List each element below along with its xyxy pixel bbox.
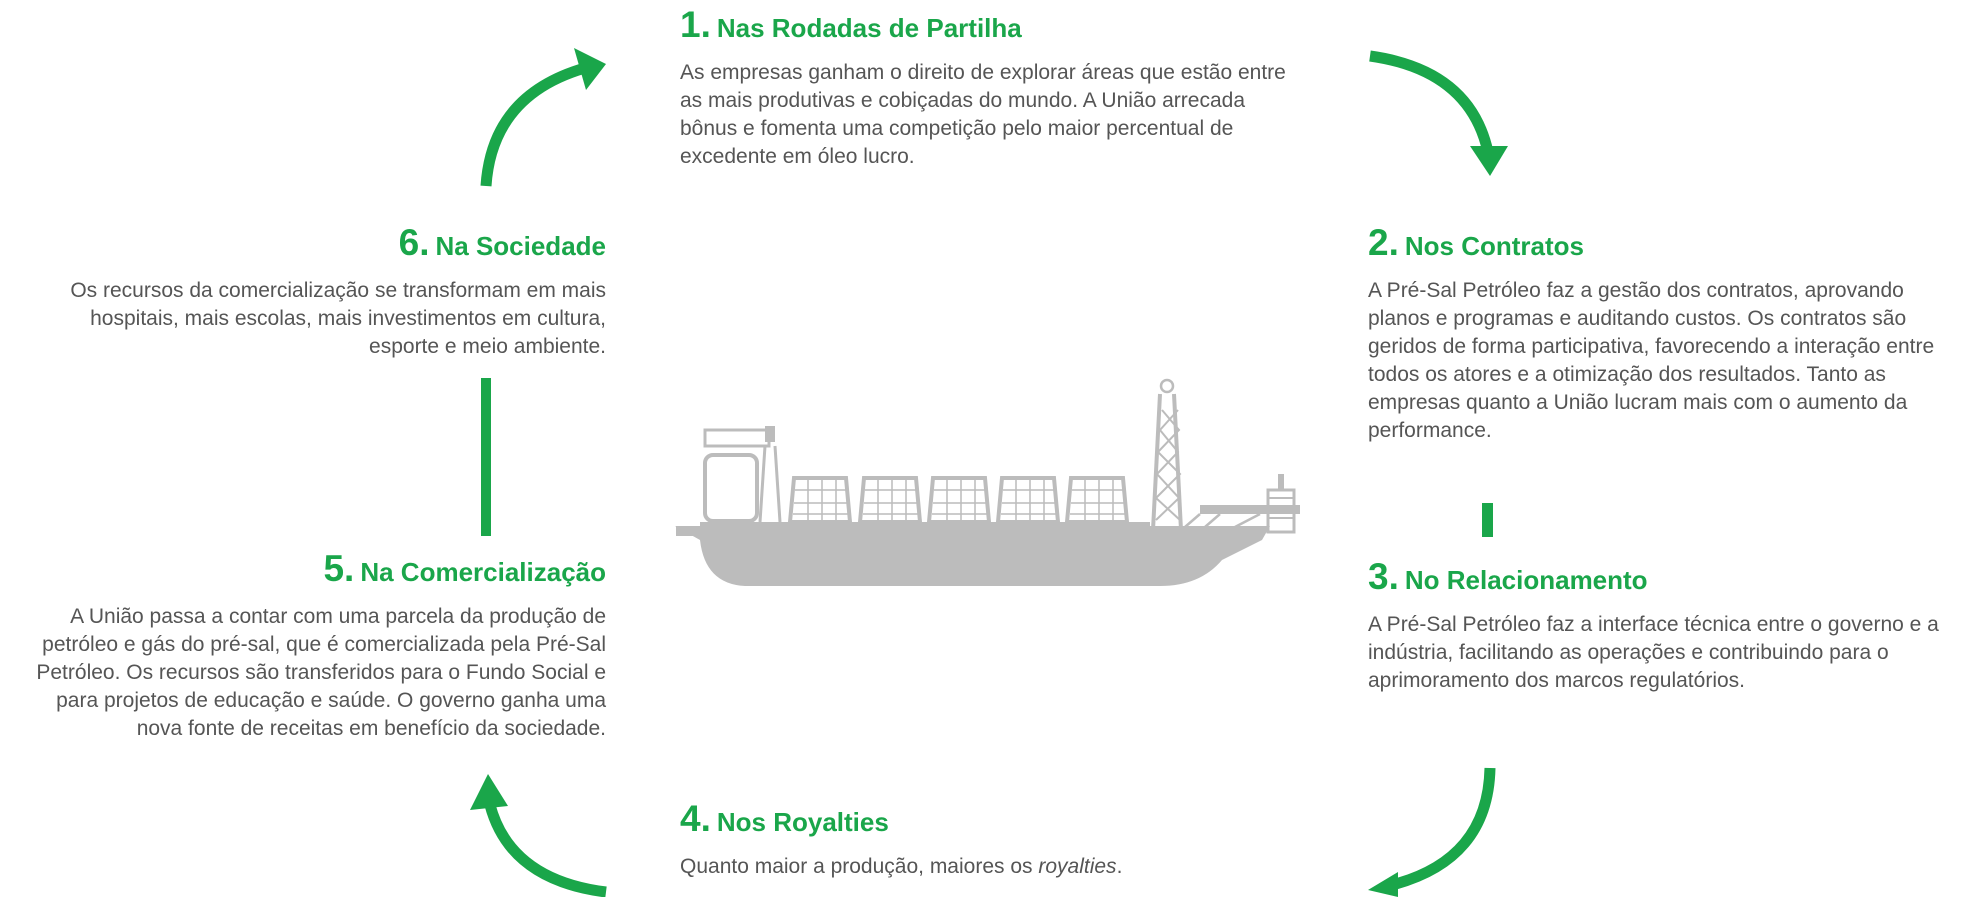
arrow-3-to-4-icon (1368, 767, 1496, 897)
connector-2-to-3 (1482, 503, 1493, 537)
step-1-heading: 1.Nas Rodadas de Partilha (680, 6, 1290, 45)
step-4-title: Nos Royalties (716, 807, 889, 837)
step-6-text: Os recursos da comercialização se transf… (70, 279, 606, 358)
step-2-contratos: 2.Nos Contratos A Pré-Sal Petróleo faz a… (1368, 224, 1964, 445)
step-1-number: 1. (680, 4, 711, 45)
step-2-title: Nos Contratos (1404, 231, 1584, 261)
fpso-ship-icon (675, 378, 1300, 586)
step-4-number: 4. (680, 798, 711, 839)
step-4-text: Quanto maior a produção, maiores os roya… (680, 853, 1280, 881)
step-6-title: Na Sociedade (435, 231, 606, 261)
step-4-text-start: Quanto maior a produção, maiores os (680, 855, 1039, 878)
step-2-text: A Pré-Sal Petróleo faz a gestão dos cont… (1368, 279, 1935, 442)
step-6-number: 6. (398, 222, 430, 263)
step-1-partilha: 1.Nas Rodadas de Partilha As empresas ga… (680, 6, 1290, 171)
step-4-text-italic: royalties (1038, 855, 1117, 878)
step-5-title: Na Comercialização (360, 557, 606, 587)
step-6-heading: 6.Na Sociedade (40, 224, 606, 263)
step-5-comercializacao: 5.Na Comercialização A União passa a con… (8, 550, 606, 743)
step-2-number: 2. (1368, 222, 1399, 263)
step-4-heading: 4.Nos Royalties (680, 800, 1280, 839)
step-1-title: Nas Rodadas de Partilha (716, 13, 1022, 43)
step-2-heading: 2.Nos Contratos (1368, 224, 1964, 263)
step-5-text: A União passa a contar com uma parcela d… (36, 605, 606, 740)
step-5-heading: 5.Na Comercialização (8, 550, 606, 589)
step-3-text: A Pré-Sal Petróleo faz a interface técni… (1368, 613, 1939, 692)
step-3-heading: 3.No Relacionamento (1368, 558, 1958, 597)
arrow-4-to-5-icon (470, 774, 607, 897)
step-3-relacionamento: 3.No Relacionamento A Pré-Sal Petróleo f… (1368, 558, 1958, 695)
step-3-number: 3. (1368, 556, 1399, 597)
connector-5-to-6 (481, 378, 491, 536)
step-5-number: 5. (323, 548, 355, 589)
arrow-1-to-2-icon (1369, 50, 1508, 176)
step-6-sociedade: 6.Na Sociedade Os recursos da comerciali… (40, 224, 606, 361)
arrow-6-to-1-icon (480, 48, 606, 187)
step-4-text-end: . (1116, 855, 1123, 878)
step-1-text: As empresas ganham o direito de explorar… (680, 61, 1286, 168)
step-4-royalties: 4.Nos Royalties Quanto maior a produção,… (680, 800, 1280, 881)
step-3-title: No Relacionamento (1404, 565, 1648, 595)
